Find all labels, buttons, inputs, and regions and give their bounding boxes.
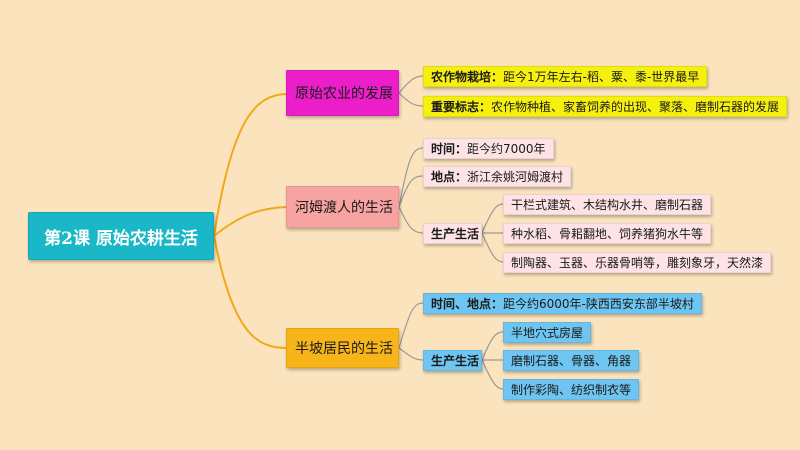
branch-hemudu-life[interactable]: 河姆渡人的生活: [286, 186, 399, 228]
leaf-text: 距今1万年左右-稻、粟、黍-世界最早: [503, 70, 700, 84]
leaf-important-signs[interactable]: 重要标志：农作物种植、家畜饲养的出现、聚落、磨制石器的发展: [423, 96, 788, 117]
leaf-hemudu-time[interactable]: 时间：距今约7000年: [423, 138, 554, 159]
connector-root-branch3: [213, 235, 287, 349]
connector-b2-prod-item3: [481, 232, 504, 263]
leaf-text: 浙江余姚河姆渡村: [467, 170, 564, 184]
leaf-banpo-time-place[interactable]: 时间、地点：距今约6000年-陕西西安东部半坡村: [423, 293, 702, 314]
connector-b3-timeplace: [398, 302, 424, 349]
connector-b2-place: [398, 175, 424, 208]
leaf-banpo-prod-item[interactable]: 半地穴式房屋: [503, 322, 592, 343]
connector-b3-prod-item3: [481, 359, 504, 390]
branch-banpo-life[interactable]: 半坡居民的生活: [286, 328, 399, 368]
leaf-key: 农作物栽培：: [431, 70, 504, 84]
leaf-key: 地点：: [431, 170, 468, 184]
leaf-hemudu-prod-item[interactable]: 干栏式建筑、木结构水井、磨制石器: [503, 194, 712, 215]
leaf-hemudu-prod-item[interactable]: 制陶器、玉器、乐器骨哨等，雕刻象牙，天然漆: [503, 252, 772, 273]
leaf-hemudu-place[interactable]: 地点：浙江余姚河姆渡村: [423, 166, 572, 187]
root-topic[interactable]: 第2课 原始农耕生活: [28, 212, 214, 260]
leaf-text: 距今约7000年: [467, 142, 546, 156]
connector-b3-prod-item1: [481, 331, 504, 361]
leaf-hemudu-prod-item[interactable]: 种水稻、骨耜翻地、饲养猪狗水牛等: [503, 223, 712, 244]
connector-b2-prod-item1: [481, 203, 504, 234]
connector-root-branch1: [213, 93, 287, 237]
connector-b2-time: [398, 147, 424, 208]
leaf-banpo-prod-item[interactable]: 磨制石器、骨器、角器: [503, 350, 640, 371]
connector-b2-production: [398, 206, 424, 234]
connector-b1-item2: [398, 92, 424, 107]
leaf-text: 农作物种植、家畜饲养的出现、聚落、磨制石器的发展: [491, 100, 780, 114]
leaf-banpo-prod-item[interactable]: 制作彩陶、纺织制衣等: [503, 379, 640, 400]
leaf-crop-cultivation[interactable]: 农作物栽培：距今1万年左右-稻、粟、黍-世界最早: [423, 66, 708, 87]
leaf-key: 时间：: [431, 142, 468, 156]
leaf-banpo-production[interactable]: 生产生活: [423, 350, 482, 371]
leaf-text: 距今约6000年-陕西西安东部半坡村: [503, 297, 694, 311]
leaf-hemudu-production[interactable]: 生产生活: [423, 223, 482, 244]
connector-root-branch2: [213, 206, 287, 237]
connector-b3-production: [398, 347, 424, 361]
leaf-key: 重要标志：: [431, 100, 492, 114]
connector-b1-item1: [398, 75, 424, 94]
leaf-key: 时间、地点：: [431, 297, 504, 311]
branch-primitive-agriculture[interactable]: 原始农业的发展: [286, 70, 399, 116]
